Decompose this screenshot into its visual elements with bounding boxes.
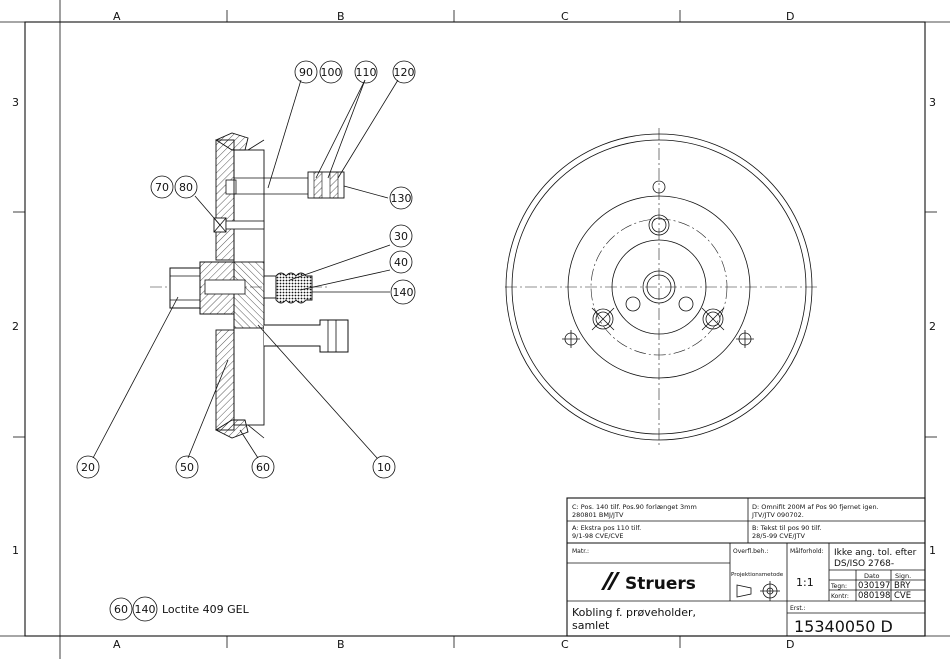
title-block — [566, 497, 926, 637]
maalforhold-label: Målforhold: — [790, 548, 824, 555]
description-line2: samlet — [572, 619, 610, 632]
svg-text:70: 70 — [155, 181, 169, 194]
zone-row-1-right: 1 — [929, 544, 936, 557]
balloon-50: 50 — [175, 455, 199, 479]
balloon-10: 10 — [372, 455, 396, 479]
logo-wordmark: Struers — [625, 574, 696, 594]
sign-label: Sign. — [895, 572, 911, 580]
balloon-130: 130 — [389, 186, 413, 210]
zone-col-c-bottom: C — [561, 638, 569, 651]
zone-col-b-top: B — [337, 10, 345, 23]
note-balloon-140: 140 — [135, 603, 156, 616]
erst-label: Erst.: — [790, 605, 806, 612]
svg-text:50: 50 — [180, 461, 194, 474]
revision-b-line2: 28/5-99 CVE/JTV — [752, 532, 805, 540]
balloon-30: 30 — [389, 224, 413, 248]
svg-text:90: 90 — [299, 66, 313, 79]
balloon-120: 120 — [392, 60, 416, 84]
scale-value: 1:1 — [796, 576, 814, 589]
svg-text:60: 60 — [256, 461, 270, 474]
kontr-sign: CVE — [894, 591, 911, 601]
balloon-60: 60 — [251, 455, 275, 479]
revision-a-line1: A: Ekstra pos 110 tilf. — [572, 524, 641, 532]
dato-label: Dato — [864, 572, 880, 580]
struers-logo: Struers — [601, 572, 696, 594]
zone-col-c-top: C — [561, 10, 569, 23]
zone-row-2-right: 2 — [929, 320, 936, 333]
matr-label: Matr.: — [572, 548, 589, 555]
tegn-date: 030197 — [858, 581, 890, 591]
balloon-140: 140 — [390, 279, 416, 305]
tegn-label: Tegn: — [830, 583, 847, 590]
front-view — [505, 128, 820, 445]
projektionsmetode-label: Projektionsmetode — [731, 572, 784, 578]
revision-c-line1: C: Pos. 140 tilf. Pos.90 forlænget 3mm — [572, 503, 697, 511]
zone-col-d-top: D — [786, 10, 794, 23]
svg-text:130: 130 — [391, 192, 412, 205]
zone-row-3-left: 3 — [12, 96, 19, 109]
zone-row-2-left: 2 — [12, 320, 19, 333]
balloon-90: 90 — [294, 60, 318, 84]
svg-text:140: 140 — [393, 286, 414, 299]
projection-symbol — [736, 581, 780, 601]
svg-text:10: 10 — [377, 461, 391, 474]
section-view — [150, 132, 349, 439]
balloon-70: 70 — [150, 175, 174, 199]
revision-d-line2: JTV/JTV 090702. — [751, 511, 804, 519]
zone-row-3-right: 3 — [929, 96, 936, 109]
note-text: Loctite 409 GEL — [162, 603, 250, 616]
svg-text:30: 30 — [394, 230, 408, 243]
revision-c-line2: 280801 BMJ/JTV — [572, 511, 624, 519]
tegn-sign: BRY — [894, 581, 911, 591]
zone-col-d-bottom: D — [786, 638, 794, 651]
zone-row-1-left: 1 — [12, 544, 19, 557]
description-line1: Kobling f. prøveholder, — [572, 606, 696, 619]
kontr-label: Kontr: — [831, 593, 849, 600]
svg-text:20: 20 — [81, 461, 95, 474]
overfl-label: Overfl.beh.: — [733, 548, 768, 555]
balloon-20: 20 — [76, 455, 100, 479]
revision-a-line2: 9/1-98 CVE/CVE — [572, 532, 624, 540]
tolerance-line2: DS/ISO 2768- — [834, 559, 894, 569]
drawing-number: 15340050 D — [794, 617, 893, 636]
revision-d-line1: D: Omnifit 200M af Pos 90 fjernet igen. — [752, 503, 879, 511]
tolerance-line1: Ikke ang. tol. efter — [834, 548, 917, 558]
note-balloon-60: 60 — [114, 603, 128, 616]
balloon-110: 110 — [354, 60, 378, 84]
balloon-40: 40 — [389, 250, 413, 274]
svg-text:100: 100 — [321, 66, 342, 79]
svg-text:110: 110 — [356, 66, 377, 79]
note-loctite: 60 140 Loctite 409 GEL — [109, 596, 250, 622]
svg-text:40: 40 — [394, 256, 408, 269]
leader-lines — [92, 79, 399, 459]
zone-col-a-top: A — [113, 10, 121, 23]
zone-col-b-bottom: B — [337, 638, 345, 651]
balloon-100: 100 — [319, 60, 343, 84]
balloon-80: 80 — [174, 175, 198, 199]
zone-col-a-bottom: A — [113, 638, 121, 651]
svg-text:80: 80 — [179, 181, 193, 194]
kontr-date: 080198 — [858, 591, 890, 601]
revision-b-line1: B: Tekst til pos 90 tilf. — [752, 524, 822, 532]
svg-text:120: 120 — [394, 66, 415, 79]
